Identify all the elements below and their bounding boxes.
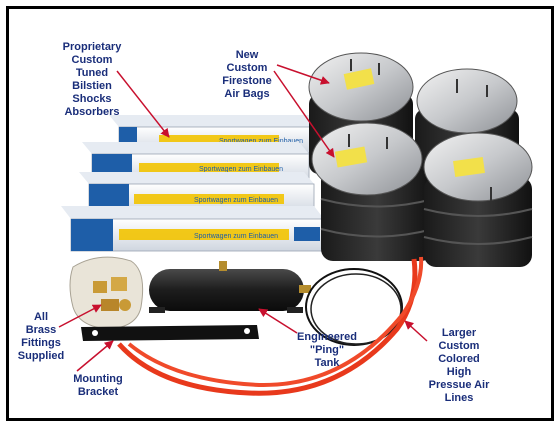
air-bag-front-left [311,122,434,261]
ping-tank [149,261,311,313]
label-mounting-bracket: Mounting Bracket [73,373,123,398]
brass-fittings-bag [69,256,144,330]
shock-box-print: Sportwagen zum Einbauen [194,233,278,240]
label-air-lines: Larger Custom Colored High Pressue Air L… [428,327,490,404]
shock-box-4: Sportwagen zum Einbauen [61,206,325,252]
mounting-bracket [81,325,259,341]
product-photo: Sportwagen zum Einbauen Sportwagen zum E… [58,52,533,396]
annotation-arrows [58,64,428,372]
label-tank: Engineered "Ping" Tank [297,331,357,369]
shock-box-print: Sportwagen zum Einbauen [219,138,303,145]
black-air-line-coil [305,268,403,346]
label-brass-fittings: All Brass Fittings Supplied [17,311,65,362]
air-bag-front-right [423,132,533,267]
label-air-bags: New Custom Firestone Air Bags [222,49,272,100]
shock-box-print: Sportwagen zum Einbauen [194,197,278,204]
photo-frame: Sportwagen zum Einbauen Sportwagen zum E… [6,6,554,421]
shock-box-print: Sportwagen zum Einbauen [199,166,283,173]
red-air-lines [117,256,424,396]
label-shocks: Proprietary Custom Tuned Bilstien Shocks… [62,41,122,118]
